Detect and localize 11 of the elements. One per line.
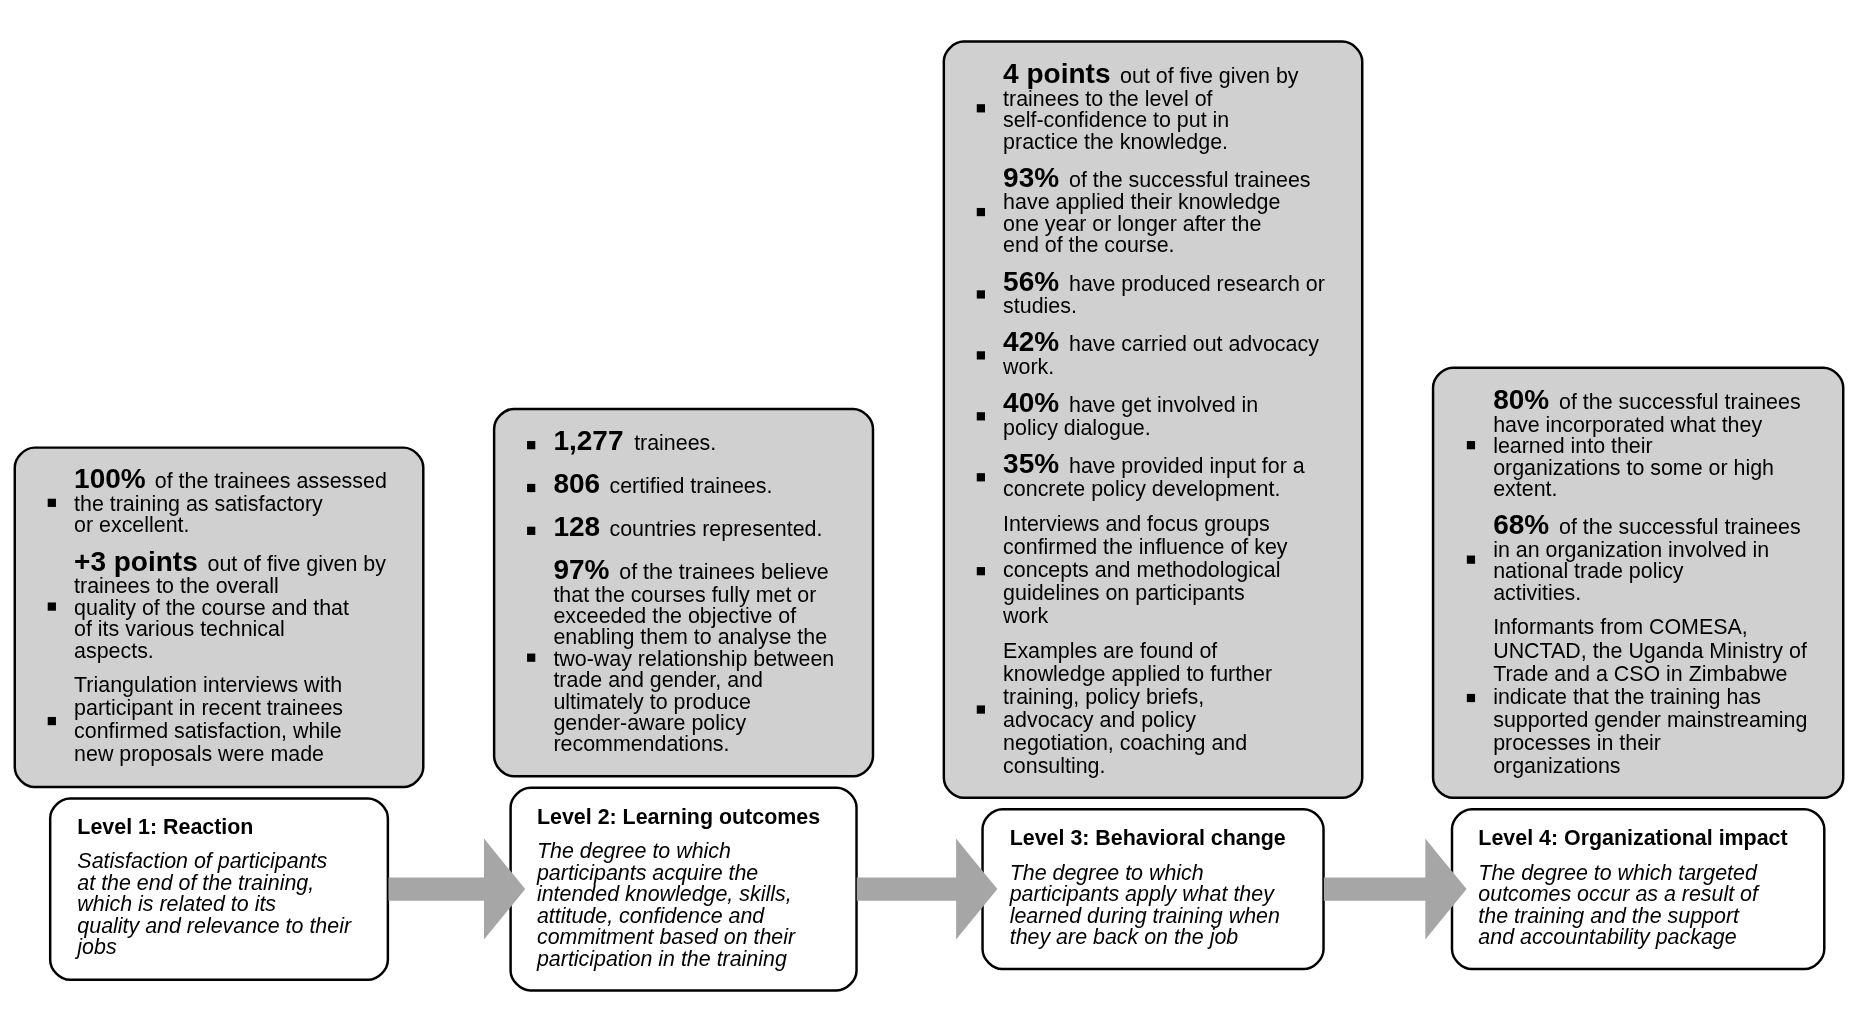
- arrow: [388, 838, 526, 940]
- node-box: Level 4: Organizational impact The degree to which targeted outcomes occur as a result of the training and the support and accountability package: [1450, 807, 1826, 971]
- node-box: Level 3: Behavioral change The degree to which participants apply what they learned during training when they are back on the job: [981, 807, 1325, 971]
- node-box: 1,277 trainees. 806 certified trainees. 128 countries represented. 97% of the trainees believe that the courses fully met or exceeded the objective of enabling them to analyse the two-way relationship between trade and gender, and ultimately to produce gender-aware policy recommendations.: [492, 407, 875, 778]
- node-box: 4 points out of five given by trainees to the level of self-confidence to put in practice the knowledge. 93% of the successful trainees have applied their knowledge one year or longer after the end of the course. 56% have produced research or studies. 42% have carried out advocacy work. 40% have get involved in policy dialogue. 35% have provided input for a concrete policy development. Interviews and focus groups confirmed the influence of key concepts and methodological guidelines on participants work Examples are found of knowledge applied to further training, policy briefs, advocacy and policy negotiation, coaching and consulting.: [942, 40, 1364, 799]
- node-box: Level 1: Reaction Satisfaction of participants at the end of the training, which is related to its quality and relevance to their jobs: [48, 797, 390, 981]
- node-box: Level 2: Learning outcomes The degree to which participants acquire the intended knowledge, skills, attitude, confidence and commitment based on their participation in the training: [509, 786, 858, 992]
- arrow: [856, 838, 998, 940]
- node-box: 80% of the successful trainees have incorporated what they learned into their organizations to some or high extent. 68% of the successful trainees in an organization involved in national trade policy activities. Informants from COMESA, UNCTAD, the Uganda Ministry of Trade and a CSO in Zimbabwe indicate that the training has supported gender mainstreaming processes in their organizations: [1431, 366, 1845, 799]
- arrow: [1323, 838, 1467, 940]
- node-box: 100% of the trainees assessed the training as satisfactory or excellent. +3 points out of five given by trainees to the overall quality of the course and that of its various technical aspects. Triangulation interviews with participant in recent trainees confirmed satisfaction, while new proposals were made: [13, 446, 425, 789]
